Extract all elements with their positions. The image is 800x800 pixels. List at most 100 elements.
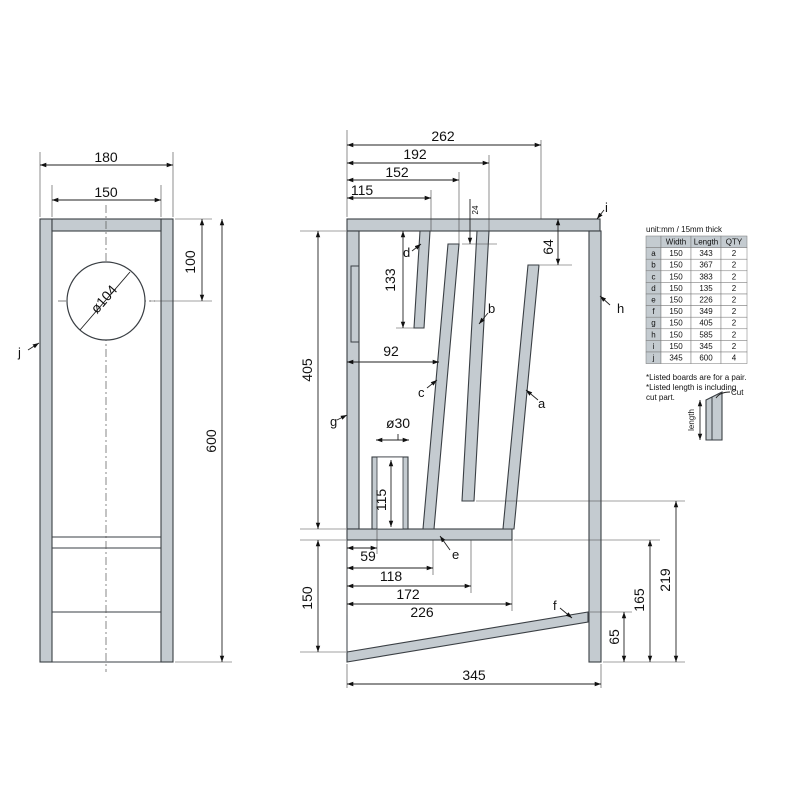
dim-65: 65 xyxy=(606,629,622,645)
table-cell-text: 367 xyxy=(699,261,713,270)
table-header-text: Width xyxy=(666,238,686,247)
table-cell-text: e xyxy=(651,296,656,305)
table-cell-text: 2 xyxy=(732,284,737,293)
table-cell-text: 150 xyxy=(669,284,683,293)
table-cell-text: g xyxy=(651,319,655,328)
side-view: 262 192 152 115 24 64 133 92 405 xyxy=(299,128,685,688)
dim-262: 262 xyxy=(431,128,455,144)
cut-inset: Cut length xyxy=(687,388,744,441)
table-cell-text: 2 xyxy=(732,272,737,281)
dim-port-length: 115 xyxy=(373,489,389,512)
dim-port-diameter: ø30 xyxy=(386,415,410,431)
table-cell xyxy=(720,351,748,364)
board-b xyxy=(461,230,490,502)
table-cell-text: 135 xyxy=(699,284,713,293)
dim-hole-offset: 100 xyxy=(182,250,198,274)
table-cell-text: 226 xyxy=(699,296,713,305)
table-cell-text: 2 xyxy=(732,249,737,258)
board-h-back xyxy=(588,230,602,663)
tag-h: h xyxy=(617,301,624,316)
dim-64: 64 xyxy=(540,239,556,255)
dim-59: 59 xyxy=(360,548,376,564)
table-cell-text: b xyxy=(651,261,656,270)
table-header-text: QTY xyxy=(726,238,743,247)
table-note-1: *Listed boards are for a pair. xyxy=(646,373,747,382)
table-cell-text: 345 xyxy=(699,342,713,351)
front-left-side-board xyxy=(39,218,53,663)
front-view: ø104 180 150 100 600 j xyxy=(17,149,232,672)
parts-table: unit:mm / 15mm thick Width Length QTY a 150 3… xyxy=(645,225,748,402)
table-cell-text: 150 xyxy=(669,296,683,305)
dim-150: 150 xyxy=(299,586,315,610)
table-cell-text: a xyxy=(651,249,656,258)
table-cell-text: j xyxy=(652,354,655,363)
board-e-shelf xyxy=(346,528,513,541)
dim-118: 118 xyxy=(380,568,403,584)
tag-i: i xyxy=(605,200,608,215)
tag-d: d xyxy=(403,245,410,260)
table-cell-text: 2 xyxy=(732,307,737,316)
table-cell-text: 150 xyxy=(669,272,683,281)
table-cell-text: 600 xyxy=(699,354,713,363)
tag-g: g xyxy=(330,414,337,429)
board-g-front xyxy=(346,230,360,530)
table-cell-text: 2 xyxy=(732,319,737,328)
board-i-top xyxy=(346,218,601,232)
table-cell-text: i xyxy=(653,342,655,351)
table-cell-text: 405 xyxy=(699,319,713,328)
front-right-side-board xyxy=(160,218,174,663)
tag-f: f xyxy=(553,598,557,613)
inset-cut-label: Cut xyxy=(731,388,744,397)
dim-345: 345 xyxy=(462,667,486,683)
tag-b: b xyxy=(488,301,495,316)
inset-board xyxy=(705,391,723,441)
dim-front-width: 180 xyxy=(94,149,118,165)
table-cell-text: h xyxy=(651,330,655,339)
dim-133: 133 xyxy=(382,268,398,292)
tag-a: a xyxy=(538,396,546,411)
table-cell-text: 2 xyxy=(732,342,737,351)
table-cell-text: 345 xyxy=(669,354,683,363)
table-cell-text: 2 xyxy=(732,261,737,270)
dim-152: 152 xyxy=(385,164,409,180)
table-cell-text: 150 xyxy=(669,342,683,351)
table-cell-text: 150 xyxy=(669,249,683,258)
board-d xyxy=(413,230,431,329)
table-header-text: Length xyxy=(694,238,718,247)
table-note-3: cut part. xyxy=(646,393,675,402)
table-cell-text: 150 xyxy=(669,307,683,316)
inset-length-label: length xyxy=(687,409,696,431)
dim-front-inner-width: 150 xyxy=(94,184,118,200)
table-cell-text: c xyxy=(652,272,656,281)
table-cell-text: 4 xyxy=(732,354,737,363)
table-caption: unit:mm / 15mm thick xyxy=(646,225,723,234)
dim-172: 172 xyxy=(396,586,420,602)
dim-192: 192 xyxy=(403,146,427,162)
tag-c: c xyxy=(418,385,425,400)
table-cell-text: d xyxy=(651,284,655,293)
table-cell-text: 150 xyxy=(669,261,683,270)
dim-165: 165 xyxy=(631,588,647,612)
driver-recess xyxy=(350,265,360,343)
dim-front-height: 600 xyxy=(203,429,219,453)
table-cell-text: 383 xyxy=(699,272,713,281)
board-a xyxy=(502,264,540,530)
table-cell-text: 349 xyxy=(699,307,713,316)
dim-92: 92 xyxy=(383,343,399,359)
tag-j: j xyxy=(17,345,21,360)
table-cell-text: 2 xyxy=(732,296,737,305)
table-cell-text: 343 xyxy=(699,249,713,258)
board-f-base xyxy=(346,611,589,663)
table-cell-text: 2 xyxy=(732,330,737,339)
table-cell-text: 585 xyxy=(699,330,713,339)
table-cell-text: 150 xyxy=(669,319,683,328)
front-top-board xyxy=(51,218,162,232)
dim-115: 115 xyxy=(351,182,374,198)
table-cell-text: f xyxy=(652,307,655,316)
dim-24: 24 xyxy=(471,205,480,214)
dim-219: 219 xyxy=(657,568,673,592)
tag-e: e xyxy=(452,547,459,562)
board-c xyxy=(422,243,460,530)
dim-405: 405 xyxy=(299,358,315,382)
